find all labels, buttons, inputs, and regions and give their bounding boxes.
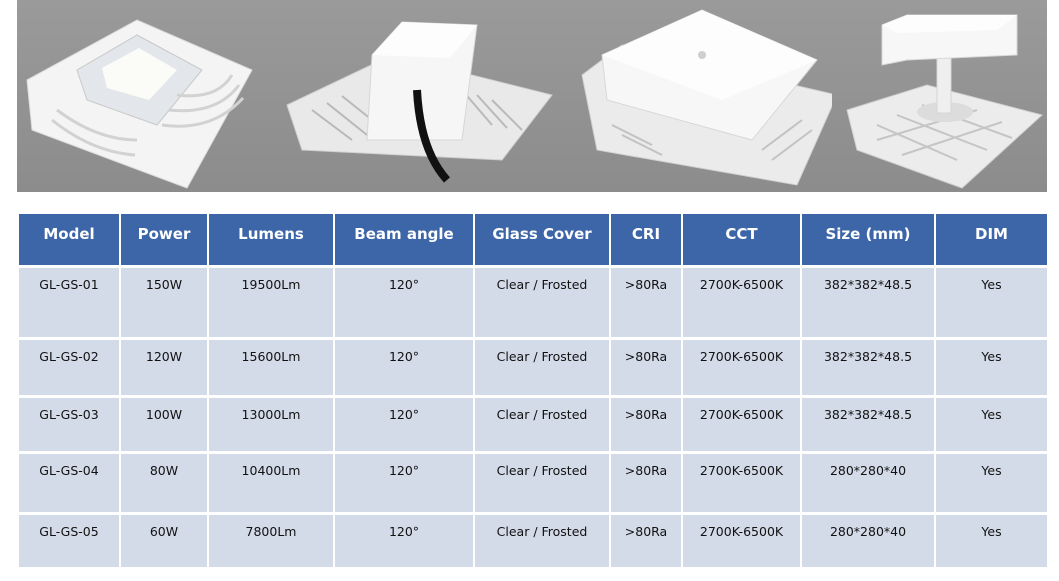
cell-power: 60W <box>121 515 207 567</box>
cell-dim: Yes <box>936 398 1047 451</box>
table-row: GL-GS-04 80W 10400Lm 120° Clear / Froste… <box>19 454 1047 512</box>
table-row: GL-GS-02 120W 15600Lm 120° Clear / Frost… <box>19 340 1047 395</box>
header-size: Size (mm) <box>802 214 934 265</box>
cell-model: GL-GS-04 <box>19 454 119 512</box>
cell-model: GL-GS-03 <box>19 398 119 451</box>
cell-size: 382*382*48.5 <box>802 398 934 451</box>
cell-lumens: 7800Lm <box>209 515 333 567</box>
cell-size: 280*280*40 <box>802 454 934 512</box>
cell-cct: 2700K-6500K <box>683 515 800 567</box>
cell-power: 80W <box>121 454 207 512</box>
cell-dim: Yes <box>936 454 1047 512</box>
cell-cri: >80Ra <box>611 398 681 451</box>
cell-dim: Yes <box>936 515 1047 567</box>
table-row: GL-GS-03 100W 13000Lm 120° Clear / Frost… <box>19 398 1047 451</box>
header-beam-angle: Beam angle <box>335 214 473 265</box>
cell-model: GL-GS-02 <box>19 340 119 395</box>
cell-lumens: 15600Lm <box>209 340 333 395</box>
canopy-light-driver-box-image <box>272 0 557 192</box>
cell-model: GL-GS-05 <box>19 515 119 567</box>
cell-size: 280*280*40 <box>802 515 934 567</box>
table-header-row: Model Power Lumens Beam angle Glass Cove… <box>19 214 1047 265</box>
header-glass-cover: Glass Cover <box>475 214 609 265</box>
cell-lumens: 10400Lm <box>209 454 333 512</box>
cell-beam-angle: 120° <box>335 340 473 395</box>
canopy-light-pole-mount-image <box>837 0 1047 192</box>
header-cri: CRI <box>611 214 681 265</box>
cell-cri: >80Ra <box>611 340 681 395</box>
cell-beam-angle: 120° <box>335 268 473 337</box>
cell-beam-angle: 120° <box>335 515 473 567</box>
cell-cct: 2700K-6500K <box>683 454 800 512</box>
header-dim: DIM <box>936 214 1047 265</box>
cell-glass-cover: Clear / Frosted <box>475 398 609 451</box>
cell-model: GL-GS-01 <box>19 268 119 337</box>
cell-cri: >80Ra <box>611 454 681 512</box>
cell-power: 100W <box>121 398 207 451</box>
cell-cct: 2700K-6500K <box>683 398 800 451</box>
canopy-light-top-housing-image <box>562 0 832 192</box>
cell-glass-cover: Clear / Frosted <box>475 515 609 567</box>
spec-table: Model Power Lumens Beam angle Glass Cove… <box>17 211 1049 570</box>
cell-power: 120W <box>121 340 207 395</box>
header-model: Model <box>19 214 119 265</box>
header-power: Power <box>121 214 207 265</box>
canopy-light-front-image <box>17 0 262 192</box>
cell-beam-angle: 120° <box>335 398 473 451</box>
cell-cri: >80Ra <box>611 515 681 567</box>
header-lumens: Lumens <box>209 214 333 265</box>
table-row: GL-GS-05 60W 7800Lm 120° Clear / Frosted… <box>19 515 1047 567</box>
cell-lumens: 13000Lm <box>209 398 333 451</box>
cell-dim: Yes <box>936 340 1047 395</box>
cell-beam-angle: 120° <box>335 454 473 512</box>
cell-size: 382*382*48.5 <box>802 268 934 337</box>
header-cct: CCT <box>683 214 800 265</box>
cell-power: 150W <box>121 268 207 337</box>
cell-dim: Yes <box>936 268 1047 337</box>
cell-cri: >80Ra <box>611 268 681 337</box>
product-photo-banner <box>17 0 1047 192</box>
cell-cct: 2700K-6500K <box>683 340 800 395</box>
cell-size: 382*382*48.5 <box>802 340 934 395</box>
cell-glass-cover: Clear / Frosted <box>475 268 609 337</box>
table-row: GL-GS-01 150W 19500Lm 120° Clear / Frost… <box>19 268 1047 337</box>
cell-lumens: 19500Lm <box>209 268 333 337</box>
cell-glass-cover: Clear / Frosted <box>475 340 609 395</box>
cell-glass-cover: Clear / Frosted <box>475 454 609 512</box>
cell-cct: 2700K-6500K <box>683 268 800 337</box>
